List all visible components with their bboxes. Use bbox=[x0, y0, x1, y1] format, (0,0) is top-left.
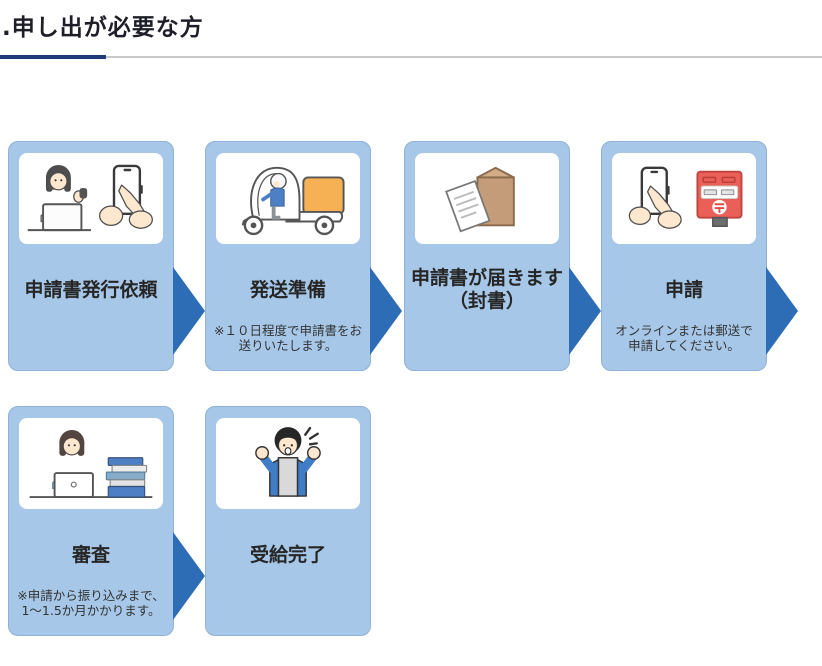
flow-arrow-icon bbox=[569, 267, 601, 355]
icon-panel bbox=[19, 418, 163, 509]
step-review: 審査 ※申請から振り込みまで、1～1.5か月かかります。 bbox=[8, 406, 174, 636]
icon-panel bbox=[415, 153, 559, 244]
delivery-scooter-icon bbox=[242, 166, 345, 236]
icon-panel bbox=[612, 153, 756, 244]
step-label: 申請書が届きます（封書） bbox=[410, 267, 563, 312]
icon-panel bbox=[19, 153, 163, 244]
step-form-arrival: 申請書が届きます（封書） bbox=[404, 141, 570, 371]
icon-panel bbox=[216, 418, 360, 509]
title-rule-accent bbox=[0, 55, 106, 59]
page-title: .申し出が必要な方 bbox=[2, 15, 204, 41]
flow-arrow-icon bbox=[370, 267, 402, 355]
step-label: 申請書発行依頼 bbox=[24, 278, 158, 301]
step-receipt-complete: 受給完了 bbox=[205, 406, 371, 636]
step-note: オンラインまたは郵送で申請してください。 bbox=[615, 323, 753, 353]
celebration-icon bbox=[255, 426, 321, 497]
step-note: ※１０日程度で申請書をお送りいたします。 bbox=[214, 323, 362, 353]
step-shipping-preparation: 発送準備 ※１０日程度で申請書をお送りいたします。 bbox=[205, 141, 371, 371]
step-label: 受給完了 bbox=[249, 543, 326, 566]
step-request-form-issuance: 申請書発行依頼 bbox=[8, 141, 174, 371]
step-label: 発送準備 bbox=[249, 278, 326, 301]
flow-arrow-icon bbox=[173, 267, 205, 355]
step-label: 申請 bbox=[664, 278, 703, 301]
flow-arrow-icon bbox=[173, 532, 205, 620]
envelope-letter-icon bbox=[445, 166, 515, 233]
review-desk-icon bbox=[29, 429, 153, 498]
step-application: 申請オンラインまたは郵送で申請してください。 bbox=[601, 141, 767, 371]
operator-and-phone-icon bbox=[27, 164, 153, 232]
step-label: 審査 bbox=[71, 543, 110, 566]
flow-arrow-icon bbox=[766, 267, 798, 355]
title-rule-line bbox=[106, 56, 822, 58]
step-note: ※申請から振り込みまで、1～1.5か月かかります。 bbox=[17, 588, 165, 618]
icon-panel bbox=[216, 153, 360, 244]
phone-and-postbox-icon bbox=[628, 166, 743, 229]
